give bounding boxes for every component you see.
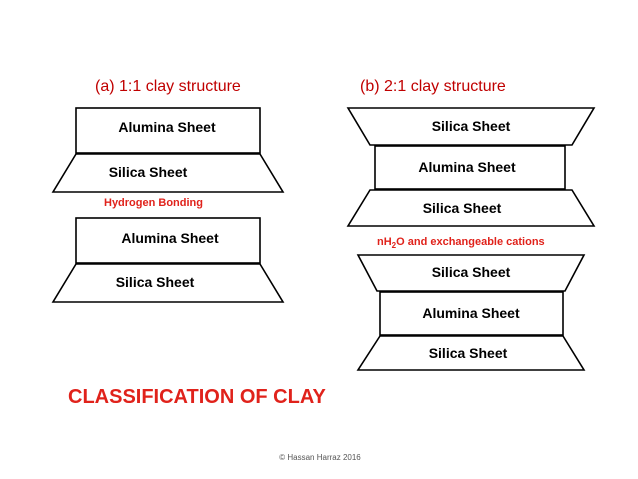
classification-heading: CLASSIFICATION OF CLAY bbox=[68, 386, 326, 408]
panel-a-title: (a) 1:1 clay structure bbox=[95, 78, 241, 95]
alumina-sheet-b1 bbox=[374, 145, 566, 190]
interlayer-subscript: 2 bbox=[392, 241, 397, 250]
silica-sheet-b1-bottom bbox=[346, 189, 596, 227]
silica-sheet-b2-top-label: Silica Sheet bbox=[432, 264, 511, 280]
silica-sheet-a1 bbox=[51, 153, 285, 193]
silica-sheet-b1-top bbox=[346, 107, 596, 146]
interlayer-prefix: nH bbox=[377, 236, 392, 248]
silica-sheet-b2-top bbox=[356, 254, 586, 292]
hydrogen-bonding-label: Hydrogen Bonding bbox=[104, 197, 203, 209]
alumina-sheet-a1-label: Alumina Sheet bbox=[118, 119, 216, 135]
silica-sheet-b1-bottom-label: Silica Sheet bbox=[423, 200, 502, 216]
alumina-sheet-b2 bbox=[379, 291, 564, 336]
alumina-sheet-a1 bbox=[75, 107, 261, 154]
silica-sheet-a2-label: Silica Sheet bbox=[116, 274, 195, 290]
alumina-sheet-b2-label: Alumina Sheet bbox=[422, 305, 520, 321]
interlayer-label: nH2O and exchangeable cations bbox=[377, 236, 545, 250]
silica-sheet-b2-bottom bbox=[356, 335, 586, 371]
copyright-text: © Hassan Harraz 2016 bbox=[279, 453, 361, 462]
panel-b-title: (b) 2:1 clay structure bbox=[360, 78, 506, 95]
alumina-sheet-b1-label: Alumina Sheet bbox=[418, 159, 516, 175]
interlayer-suffix: O and exchangeable cations bbox=[396, 236, 545, 248]
alumina-sheet-a2 bbox=[75, 217, 261, 264]
silica-sheet-a2 bbox=[51, 263, 285, 303]
alumina-sheet-a2-label: Alumina Sheet bbox=[121, 230, 219, 246]
silica-sheet-a1-label: Silica Sheet bbox=[109, 164, 188, 180]
silica-sheet-b1-top-label: Silica Sheet bbox=[432, 118, 511, 134]
silica-sheet-b2-bottom-label: Silica Sheet bbox=[429, 345, 508, 361]
